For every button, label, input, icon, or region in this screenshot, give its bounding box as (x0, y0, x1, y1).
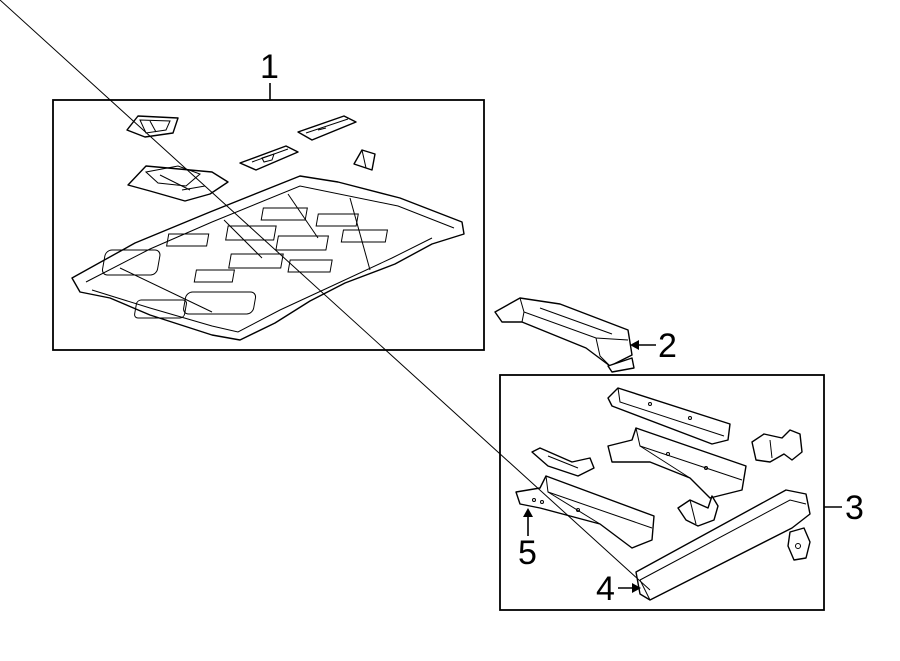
floor-rail-upper[interactable] (607, 387, 731, 445)
rail-assembly-group (0, 0, 842, 611)
floor-pan-panel[interactable] (71, 175, 465, 341)
floor-bracket-center[interactable] (297, 115, 357, 141)
callout-2-arrowhead (630, 340, 639, 350)
callout-4-arrowhead (632, 583, 641, 593)
rail-extension-bracket[interactable] (531, 447, 595, 477)
side-bracket-right[interactable] (751, 429, 803, 463)
floor-bracket-small[interactable] (239, 145, 299, 171)
floor-rail-lower-part-5[interactable] (515, 475, 655, 549)
floor-pan-group (52, 83, 485, 351)
rail-gusset-lower[interactable] (677, 495, 719, 527)
callout-3: 3 (845, 489, 864, 527)
rail-plate-small[interactable] (787, 527, 811, 561)
floor-seat-mount-bracket[interactable] (127, 165, 229, 202)
floor-pan-box (52, 99, 485, 351)
callout-5: 5 (518, 534, 537, 572)
callout-4: 4 (596, 570, 615, 608)
callout-1: 1 (260, 48, 279, 86)
rail-assembly-box (499, 374, 825, 611)
callout-5-arrowhead (523, 508, 533, 517)
rocker-rail-part-4[interactable] (0, 0, 811, 601)
floor-rail-middle[interactable] (607, 427, 747, 499)
crossmember-part-2[interactable] (494, 297, 635, 373)
floor-bracket-left[interactable] (126, 115, 179, 138)
callout-2: 2 (658, 327, 677, 365)
floor-gusset-small[interactable] (353, 149, 376, 171)
